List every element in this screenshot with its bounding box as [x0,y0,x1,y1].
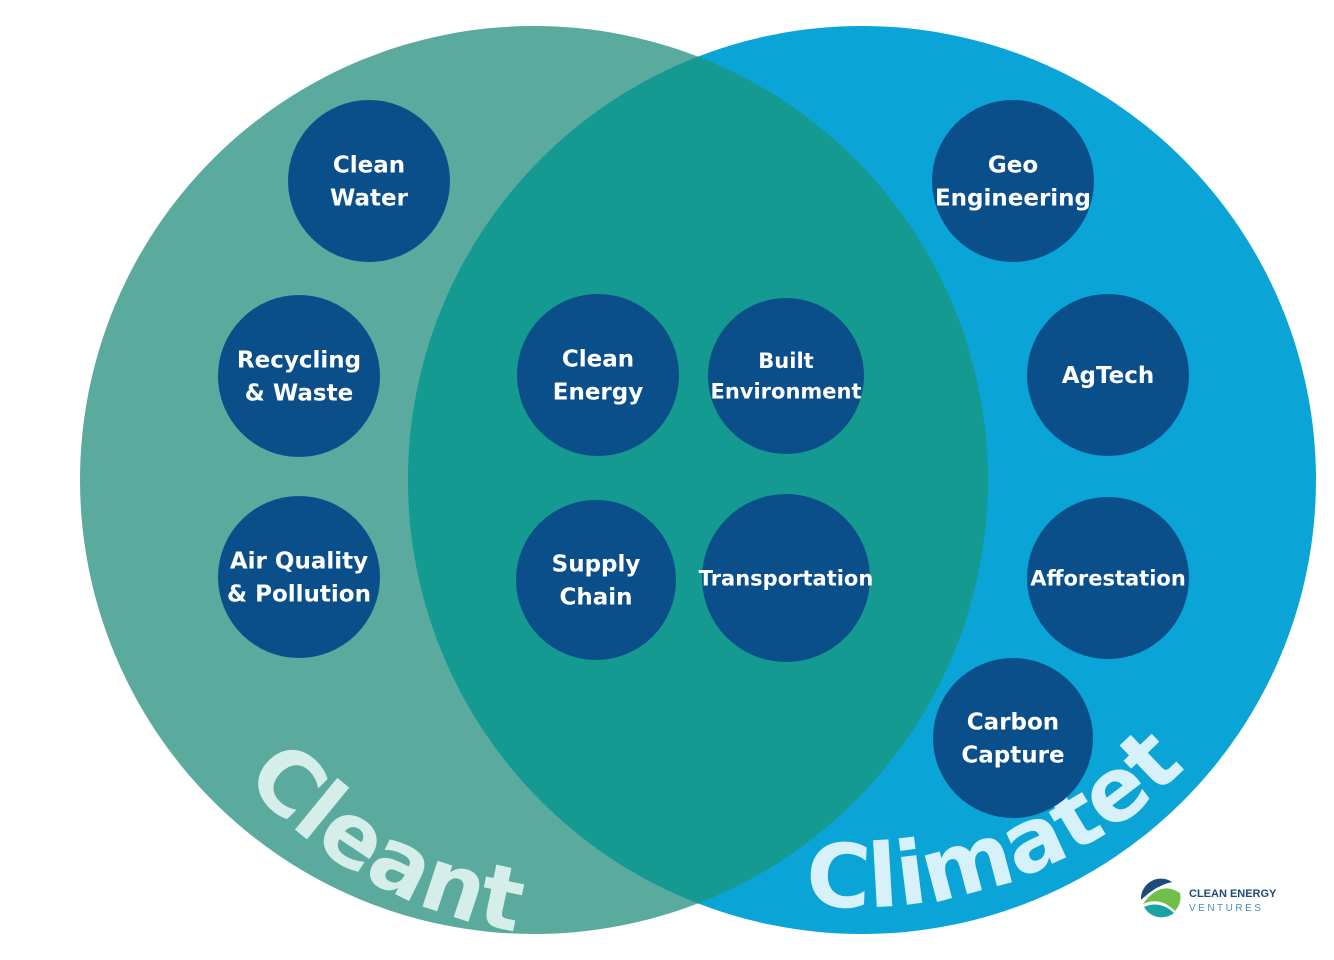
node-label-recycling-waste: & Waste [245,381,353,407]
node-label-built-environment: Built [758,349,813,373]
node-circle-clean-energy [517,294,679,456]
node-label-clean-water: Water [330,186,409,212]
overlap-region [408,26,988,934]
node-circle-recycling-waste [218,295,380,457]
node-label-geo-engineering: Geo [988,152,1038,178]
clean-energy-ventures-logo: CLEAN ENERGY VENTURES [1140,878,1277,918]
node-label-air-quality: Air Quality [230,548,368,574]
node-circle-clean-water [288,100,450,262]
node-circle-geo-engineering [932,100,1094,262]
node-label-supply-chain: Supply [552,551,641,577]
node-label-air-quality: & Pollution [227,582,371,608]
node-label-supply-chain: Chain [559,585,632,611]
node-circle-built-environment [708,298,864,454]
node-circle-air-quality [218,496,380,658]
node-label-geo-engineering: Engineering [935,186,1091,212]
node-agtech: AgTech [1027,294,1189,456]
node-label-built-environment: Environment [710,380,861,404]
logo-mark-teal [1144,904,1174,918]
node-label-clean-energy: Energy [553,380,643,406]
node-recycling-waste: Recycling & Waste [218,295,380,457]
node-transportation: Transportation [699,494,874,662]
logo-mark-navy [1140,878,1172,900]
node-label-carbon-capture: Capture [961,743,1064,769]
node-air-quality: Air Quality & Pollution [218,496,380,658]
node-label-transportation: Transportation [699,566,874,590]
node-circle-agtech [1027,294,1189,456]
logo-mark-green [1143,888,1181,911]
node-circle-transportation [702,494,870,662]
node-label-recycling-waste: Recycling [237,347,361,373]
node-afforestation: Afforestation [1027,497,1189,659]
node-circle-carbon-capture [933,658,1093,818]
node-label-agtech: AgTech [1062,363,1155,389]
node-circle-supply-chain [516,500,676,660]
logo-text-line2: VENTURES [1189,903,1263,914]
node-label-clean-water: Clean [333,152,405,178]
logo-text-line1: CLEAN ENERGY [1189,888,1277,900]
node-label-carbon-capture: Carbon [967,709,1059,735]
node-label-clean-energy: Clean [562,346,634,372]
node-label-afforestation: Afforestation [1030,566,1186,590]
node-circle-afforestation [1027,497,1189,659]
